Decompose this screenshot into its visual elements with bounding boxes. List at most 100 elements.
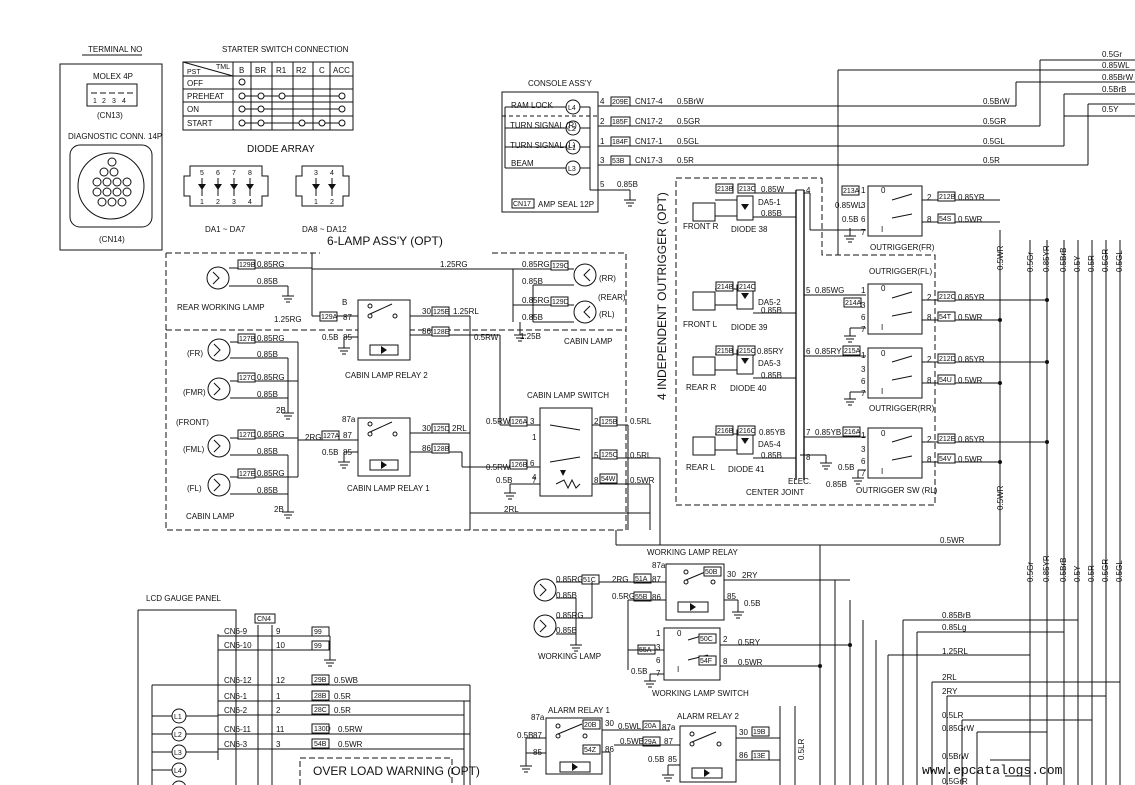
svg-text:3: 3 bbox=[656, 643, 661, 652]
svg-text:87a: 87a bbox=[531, 713, 545, 722]
svg-text:0.85RY: 0.85RY bbox=[757, 347, 784, 356]
svg-text:0.5RW: 0.5RW bbox=[474, 333, 499, 342]
svg-text:85: 85 bbox=[727, 592, 736, 601]
svg-text:MOLEX 4P: MOLEX 4P bbox=[93, 72, 133, 81]
svg-text:0.5WR: 0.5WR bbox=[940, 536, 965, 545]
svg-text:129A: 129A bbox=[321, 314, 338, 321]
svg-text:216C: 216C bbox=[739, 428, 756, 435]
svg-text:3: 3 bbox=[861, 445, 866, 454]
svg-text:20A: 20A bbox=[644, 723, 657, 730]
svg-text:0: 0 bbox=[881, 284, 886, 293]
svg-text:215B: 215B bbox=[717, 348, 734, 355]
svg-text:START: START bbox=[187, 119, 213, 128]
svg-text:0.5GR: 0.5GR bbox=[1101, 249, 1110, 272]
svg-text:L4: L4 bbox=[174, 768, 182, 775]
svg-text:87: 87 bbox=[664, 737, 673, 746]
svg-text:0.85B: 0.85B bbox=[761, 451, 782, 460]
svg-text:OUTRIGGER(RR): OUTRIGGER(RR) bbox=[869, 404, 935, 413]
svg-text:85: 85 bbox=[668, 755, 677, 764]
svg-text:CENTER JOINT: CENTER JOINT bbox=[746, 488, 804, 497]
svg-text:BR: BR bbox=[255, 66, 266, 75]
svg-text:I: I bbox=[881, 323, 883, 332]
svg-text:2: 2 bbox=[927, 193, 932, 202]
svg-text:19B: 19B bbox=[753, 729, 766, 736]
diode-array-title: DIODE ARRAY bbox=[247, 144, 315, 155]
svg-text:4: 4 bbox=[806, 186, 811, 195]
svg-text:FRONT L: FRONT L bbox=[683, 320, 718, 329]
svg-text:209E: 209E bbox=[612, 99, 629, 106]
six-lamp-assembly: 6-LAMP ASS'Y (OPT) 129B 0.85RG 0.85B REA… bbox=[165, 234, 660, 531]
svg-text:6: 6 bbox=[216, 170, 220, 177]
svg-text:215C: 215C bbox=[739, 348, 756, 355]
svg-text:0.5Y: 0.5Y bbox=[1102, 105, 1119, 114]
svg-text:0.85B: 0.85B bbox=[522, 313, 543, 322]
svg-text:WORKING LAMP RELAY: WORKING LAMP RELAY bbox=[647, 548, 739, 557]
svg-text:50C: 50C bbox=[700, 636, 713, 643]
svg-text:DA5-4: DA5-4 bbox=[758, 440, 781, 449]
outrigger-section: 4 INDEPENDENT OUTRIGGER (OPT) 4 8 ELEC. … bbox=[655, 177, 1049, 506]
svg-text:0.85B: 0.85B bbox=[522, 277, 543, 286]
svg-text:REAR R: REAR R bbox=[686, 383, 716, 392]
bus-lines-lower: 0.5WR 0.85BrB 0.85Lg 1.25RL 2RL 2RY 0.5L… bbox=[615, 425, 1120, 785]
svg-text:2B: 2B bbox=[274, 505, 284, 514]
svg-text:2RY: 2RY bbox=[742, 571, 758, 580]
svg-text:30: 30 bbox=[422, 424, 431, 433]
svg-text:0.5BrW: 0.5BrW bbox=[677, 97, 704, 106]
svg-text:1.25RG: 1.25RG bbox=[274, 315, 302, 324]
svg-text:2RG: 2RG bbox=[305, 433, 321, 442]
lcd-gauge-panel: LCD GAUGE PANEL CN4 CN6-9 9 99 CN6-10 10… bbox=[137, 594, 480, 785]
svg-text:0.5B: 0.5B bbox=[322, 448, 338, 457]
svg-text:0.85Lg: 0.85Lg bbox=[942, 623, 966, 632]
svg-text:0.5RL: 0.5RL bbox=[630, 451, 652, 460]
svg-text:1: 1 bbox=[861, 186, 866, 195]
svg-text:0.85YR: 0.85YR bbox=[1042, 555, 1051, 582]
svg-text:50B: 50B bbox=[705, 569, 718, 576]
svg-text:86: 86 bbox=[422, 327, 431, 336]
svg-text:CN17: CN17 bbox=[513, 201, 531, 208]
svg-text:216A: 216A bbox=[844, 429, 861, 436]
svg-text:REAR WORKING LAMP: REAR WORKING LAMP bbox=[177, 303, 265, 312]
svg-text:1: 1 bbox=[532, 433, 537, 442]
svg-text:87: 87 bbox=[343, 313, 352, 322]
starter-title: STARTER SWITCH CONNECTION bbox=[222, 45, 349, 54]
svg-text:(FRONT): (FRONT) bbox=[176, 418, 209, 427]
svg-text:RAM LOCK: RAM LOCK bbox=[511, 101, 553, 110]
svg-text:212B: 212B bbox=[939, 194, 956, 201]
svg-text:(FL): (FL) bbox=[187, 484, 202, 493]
svg-text:DA1 ~ DA7: DA1 ~ DA7 bbox=[205, 225, 246, 234]
svg-text:8: 8 bbox=[927, 455, 932, 464]
svg-text:I: I bbox=[881, 467, 883, 476]
svg-text:3: 3 bbox=[600, 156, 605, 165]
svg-text:OUTRIGGER(FR): OUTRIGGER(FR) bbox=[870, 243, 935, 252]
svg-text:0.5WL: 0.5WL bbox=[618, 722, 642, 731]
svg-text:3: 3 bbox=[112, 98, 116, 105]
svg-text:30: 30 bbox=[605, 719, 614, 728]
svg-text:86: 86 bbox=[605, 745, 614, 754]
svg-text:0.5R: 0.5R bbox=[334, 692, 351, 701]
svg-text:0.85GrW: 0.85GrW bbox=[942, 724, 974, 733]
svg-text:3: 3 bbox=[314, 170, 318, 177]
svg-text:129B: 129B bbox=[239, 262, 256, 269]
svg-text:(RL): (RL) bbox=[599, 310, 615, 319]
svg-text:0.85B: 0.85B bbox=[761, 209, 782, 218]
svg-text:8: 8 bbox=[594, 476, 599, 485]
svg-text:0.5RG: 0.5RG bbox=[612, 592, 635, 601]
svg-text:0.5WR: 0.5WR bbox=[958, 376, 983, 385]
svg-text:5: 5 bbox=[806, 286, 811, 295]
svg-text:DIODE 38: DIODE 38 bbox=[731, 225, 768, 234]
svg-text:DA5-1: DA5-1 bbox=[758, 198, 781, 207]
svg-text:2: 2 bbox=[927, 435, 932, 444]
svg-text:I: I bbox=[881, 387, 883, 396]
svg-text:(FML): (FML) bbox=[183, 445, 205, 454]
svg-text:0.5WR: 0.5WR bbox=[996, 245, 1005, 270]
svg-text:AMP SEAL 12P: AMP SEAL 12P bbox=[538, 200, 594, 209]
svg-text:0.85B: 0.85B bbox=[761, 371, 782, 380]
svg-text:0.5LR: 0.5LR bbox=[942, 711, 964, 720]
svg-text:DIAGNOSTIC CONN. 14P: DIAGNOSTIC CONN. 14P bbox=[68, 132, 162, 141]
svg-text:8: 8 bbox=[723, 657, 728, 666]
svg-text:0.85RG: 0.85RG bbox=[556, 575, 584, 584]
svg-text:0.85RY: 0.85RY bbox=[815, 347, 842, 356]
svg-text:4: 4 bbox=[248, 199, 252, 206]
svg-text:I: I bbox=[677, 665, 679, 674]
